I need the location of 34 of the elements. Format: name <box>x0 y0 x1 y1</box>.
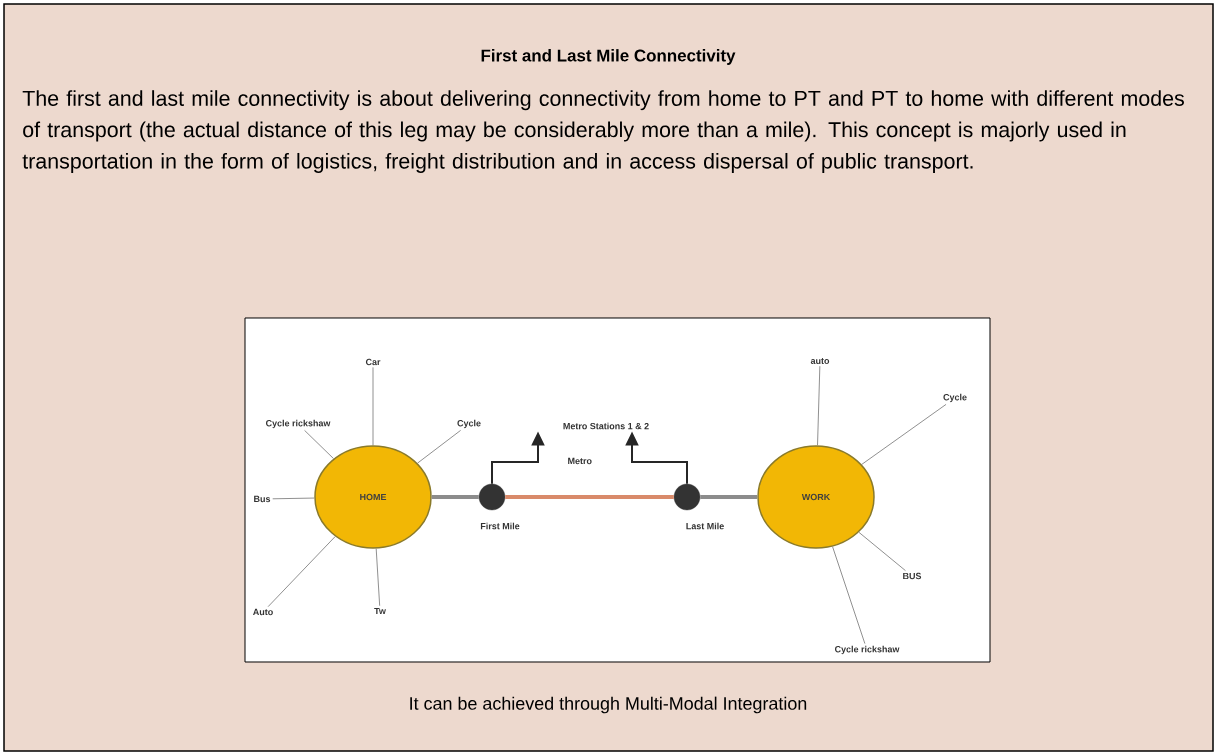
mode-label: Bus <box>254 495 271 503</box>
mile-label: First Mile <box>480 522 520 530</box>
mode-label: Cycle <box>457 419 481 429</box>
connector-line <box>267 536 336 608</box>
mode-label: Cycle rickshaw <box>266 419 331 429</box>
connector-line <box>272 497 315 500</box>
mode-label: Tw <box>374 607 386 615</box>
title: First and Last Mile Connectivity <box>481 49 736 65</box>
mode-label: Auto <box>253 608 273 616</box>
caption: It can be achieved through Multi-Modal Integration <box>410 696 807 714</box>
connector-line <box>375 548 381 607</box>
station-dot <box>673 483 701 511</box>
edge-label: Metro <box>565 455 594 467</box>
mode-label: auto <box>810 358 830 364</box>
connector-line <box>417 430 461 464</box>
connector-line <box>431 495 479 499</box>
connector-line <box>304 430 334 460</box>
mode-label: Cycle <box>943 393 967 403</box>
station-label: Metro Stations 1 & 2 <box>563 422 649 430</box>
connector-line <box>372 366 374 446</box>
connector-line <box>700 495 758 499</box>
mode-label: BUS <box>903 572 922 580</box>
connector-line <box>861 404 947 465</box>
mode-label: Car <box>365 358 381 366</box>
paragraph: The first and last mile connectivity is about delivering connectivity from home to PT and PT to home with different modes of transport (the actual distance of this leg may be considerably more than a mile). This concept is majorly used in transportation in the form of logistics, freight distribution and in access dispersal of public transport. <box>22 90 1184 173</box>
mile-label: Last Mile <box>686 522 724 530</box>
connector-line <box>505 495 674 499</box>
station-dot <box>478 483 506 511</box>
mode-label: Cycle rickshaw <box>835 645 900 655</box>
connector-line <box>832 546 866 644</box>
circle-node: WORK <box>757 445 875 549</box>
connector-line <box>817 365 821 446</box>
connector-line <box>858 531 906 571</box>
circle-node: HOME <box>314 445 432 549</box>
